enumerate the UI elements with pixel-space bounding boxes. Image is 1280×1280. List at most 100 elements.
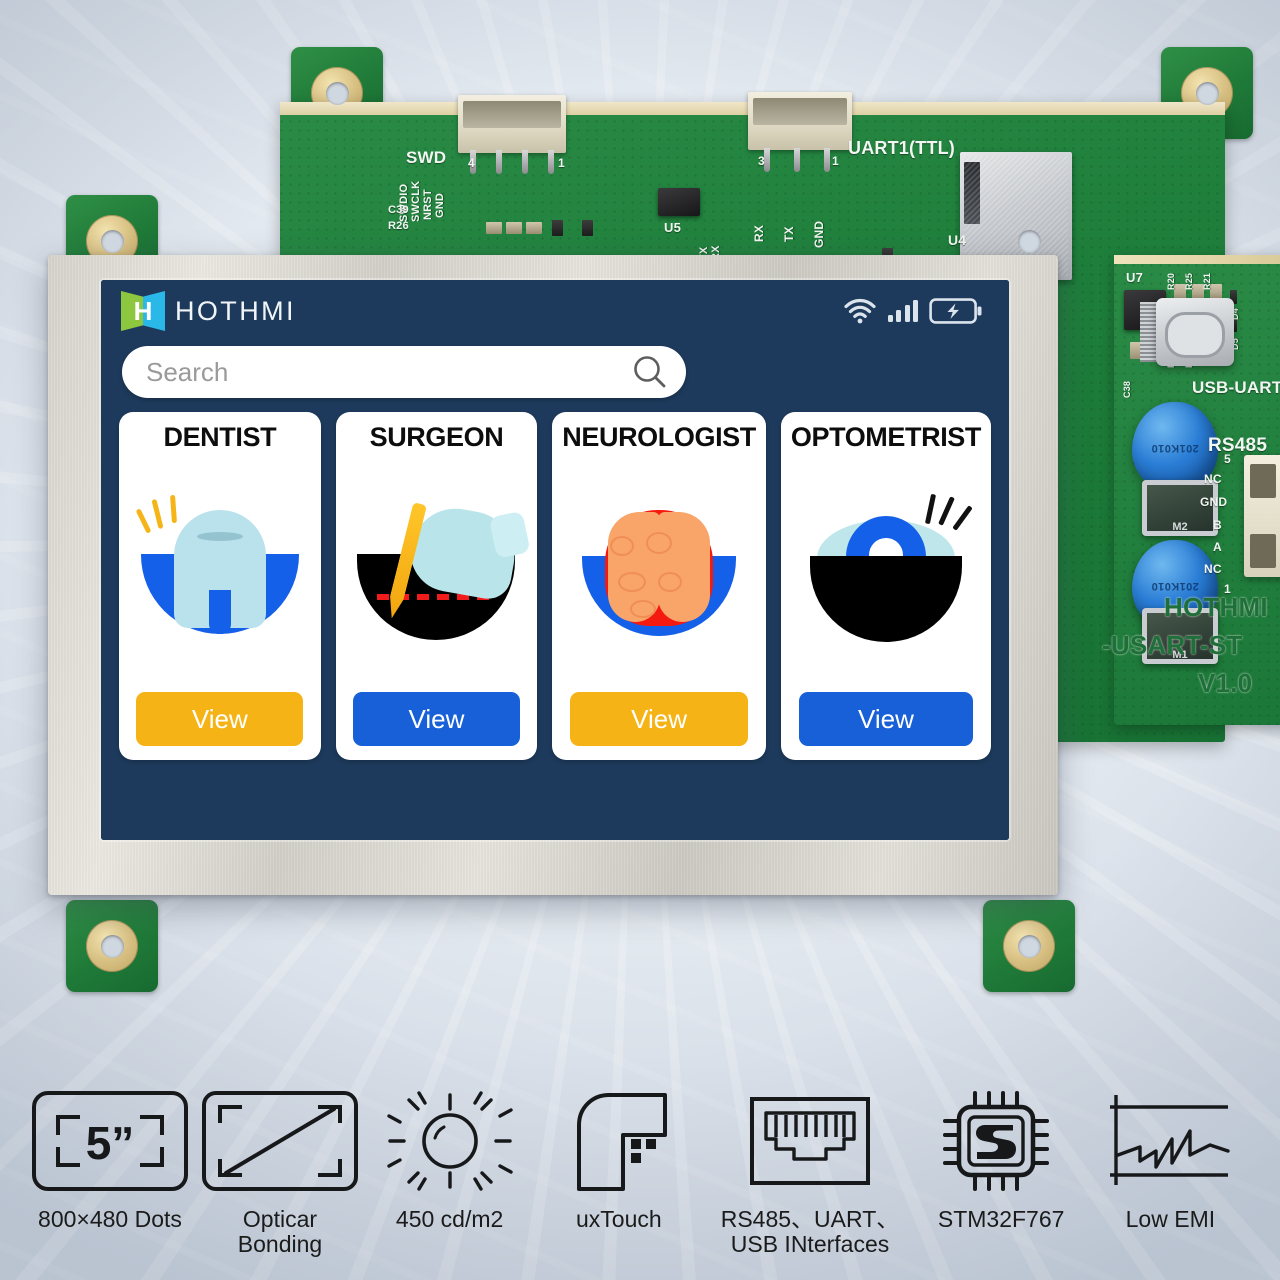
view-button-neurologist[interactable]: View <box>570 692 749 746</box>
resistor-r25 <box>1192 284 1204 301</box>
silk-swd: SWD <box>406 148 447 167</box>
logo-letter: H <box>133 296 153 326</box>
rj45-jack-icon <box>748 1089 872 1193</box>
brand-name: HOTHMI <box>175 295 296 326</box>
silk-swd-num-1: 1 <box>558 156 565 170</box>
silk-u5: U5 <box>664 220 682 235</box>
card-art-optometrist <box>791 451 981 692</box>
feature-low-emi: Low EMI <box>1095 1089 1246 1233</box>
silk-board-version: V1.0 <box>1198 668 1253 698</box>
silk-r25: R25 <box>1184 272 1194 290</box>
silk-rs485-gnd: GND <box>1200 495 1228 509</box>
eye-spark-3 <box>952 504 973 531</box>
silk-uart-num-1: 1 <box>832 154 839 168</box>
search-input[interactable] <box>146 356 597 388</box>
feature-label-uxtouch: uxTouch <box>576 1205 662 1232</box>
silk-rs485-a: A <box>1213 540 1222 554</box>
feature-label-interfaces: RS485、UART、 USB INterfaces <box>720 1205 900 1258</box>
tooth-body <box>173 509 266 628</box>
silk-rs485-nc-bot: NC <box>1204 562 1222 576</box>
silk-r21: R21 <box>1202 272 1212 290</box>
silk-c38: C38 <box>1122 380 1132 398</box>
card-art-dentist <box>129 451 311 692</box>
feature-label-brightness: 450 cd/m2 <box>395 1205 504 1232</box>
uart1-pin-1 <box>824 148 830 172</box>
tooth-spark-1 <box>135 507 152 534</box>
brain-fold-3 <box>618 571 647 592</box>
view-button-optometrist[interactable]: View <box>798 692 974 746</box>
card-neurologist[interactable]: NEUROLOGIST <box>552 412 766 760</box>
silk-rs485-b: B <box>1213 518 1222 532</box>
hmi-ui: H HOTHMI <box>101 280 1009 840</box>
swd-connector <box>458 95 566 153</box>
feature-label-mcu: STM32F767 <box>937 1205 1065 1232</box>
brain-fold-2 <box>646 531 673 554</box>
scalpel-icon <box>351 492 522 652</box>
uart1-pin-3 <box>764 148 770 172</box>
eye-icon <box>801 492 973 652</box>
resistor-r20 <box>1174 284 1186 301</box>
signal-bar-1 <box>887 315 893 322</box>
feature-label-low-emi: Low EMI <box>1125 1205 1216 1232</box>
feature-screen-size: 5” 800×480 Dots <box>31 1089 188 1233</box>
silk-r26: R26 <box>388 220 409 232</box>
wifi-icon <box>843 298 877 324</box>
silk-rs485: RS485 <box>1208 435 1268 456</box>
silk-uart1-ttl: UART1(TTL) <box>848 138 955 158</box>
card-art-neurologist <box>562 451 756 692</box>
usb-c-port[interactable] <box>1156 298 1234 366</box>
card-surgeon[interactable]: SURGEON View <box>335 412 538 760</box>
silk-gnd-swd: GND <box>434 192 446 218</box>
signal-bar-2 <box>896 310 901 322</box>
card-title-neurologist: NEUROLOGIST <box>562 422 756 452</box>
inductor-m2: M2 <box>1142 480 1218 536</box>
card-title-dentist: DENTIST <box>163 422 277 452</box>
display-module-bezel: H HOTHMI <box>48 255 1058 895</box>
logo-left-wing <box>121 291 143 331</box>
brightness-sun-icon <box>384 1089 516 1193</box>
silk-swclk: SWCLK <box>410 180 422 222</box>
low-emi-waveform-icon <box>1106 1089 1234 1193</box>
silk-u7: U7 <box>1126 270 1144 285</box>
feature-label-optical-bonding: Opticar Bonding <box>237 1205 323 1258</box>
silk-rs485-num-1: 1 <box>1224 582 1231 596</box>
mount-tab-bottom-right <box>983 900 1075 992</box>
lcd-screen: H HOTHMI <box>101 280 1009 840</box>
view-button-surgeon[interactable]: View <box>352 692 521 746</box>
status-bar: H HOTHMI <box>101 280 1009 342</box>
card-optometrist[interactable]: OPTOMETRIST View <box>780 412 992 760</box>
silk-rx: RX <box>752 224 766 242</box>
resistor-f2 <box>486 222 502 234</box>
feature-label-screen-size: 800×480 Dots <box>38 1205 182 1232</box>
specialty-card-grid: DENTIST View <box>119 412 992 760</box>
brand-block: H HOTHMI <box>121 291 296 331</box>
card-art-surgeon <box>346 451 528 692</box>
transistor-q1 <box>582 220 593 236</box>
status-icons <box>843 297 984 325</box>
brain-fold-5 <box>630 599 657 618</box>
search-icon[interactable] <box>630 352 670 392</box>
silk-uart-num-3: 3 <box>758 154 765 168</box>
search-bar[interactable] <box>122 346 686 398</box>
cap-c38 <box>1130 342 1142 359</box>
hothmi-logo-icon: H <box>121 291 165 331</box>
silk-gnd-uart: GND <box>812 220 826 248</box>
silk-board-model: -USART-ST <box>1102 630 1243 660</box>
feature-strip: 5” 800×480 Dots Opticar Bonding <box>0 1089 1280 1259</box>
feature-mcu: STM32F767 <box>926 1089 1077 1233</box>
transistor-q2 <box>552 220 563 236</box>
silk-swd-num-4: 4 <box>468 156 475 170</box>
battery-charging-icon <box>929 297 983 325</box>
silk-rs485-num-5: 5 <box>1224 452 1231 466</box>
silk-swdio: SWDIO <box>398 183 410 222</box>
screen-size-text: 5” <box>86 1117 135 1169</box>
signal-bars-icon <box>887 300 918 322</box>
card-title-optometrist: OPTOMETRIST <box>790 422 982 452</box>
varistor-m2: 201K010 <box>1132 402 1218 490</box>
signal-bar-4 <box>913 300 918 322</box>
diode-d4 <box>1230 290 1237 304</box>
card-dentist[interactable]: DENTIST View <box>119 412 321 760</box>
view-button-dentist[interactable]: View <box>136 692 304 746</box>
rs485-connector[interactable] <box>1244 455 1280 577</box>
ic-u5 <box>658 188 700 216</box>
